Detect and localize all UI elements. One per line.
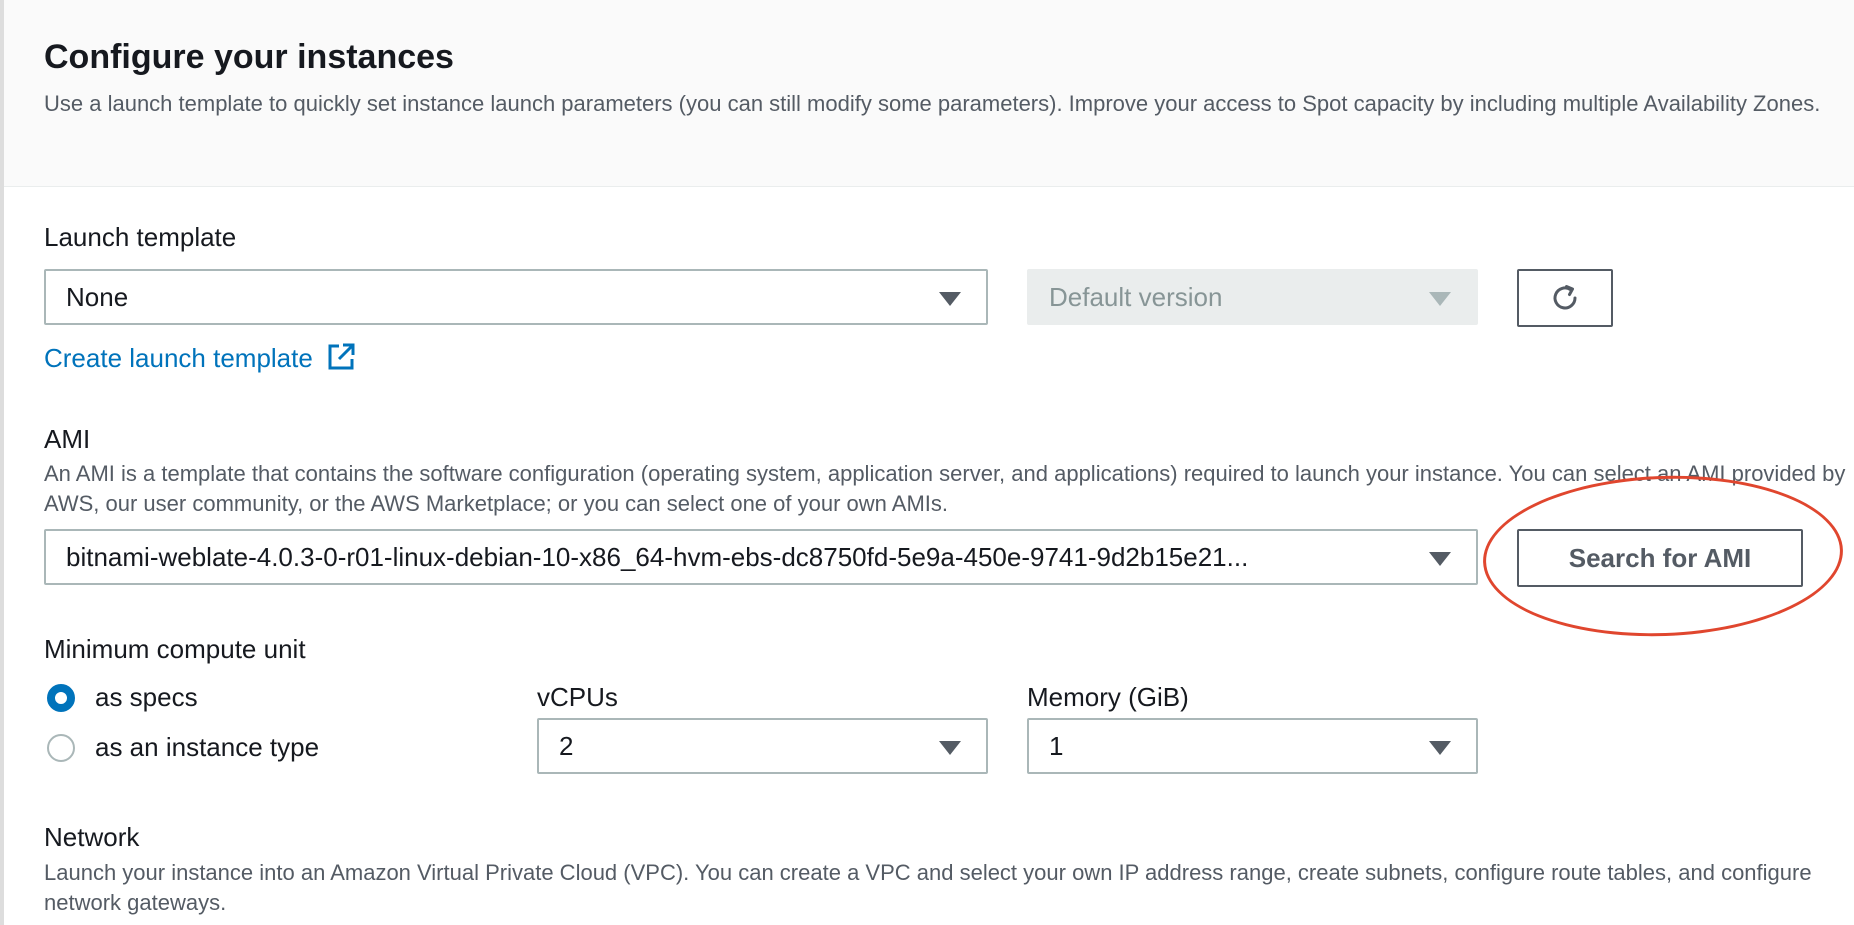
launch-template-version-value: Default version bbox=[1049, 282, 1223, 312]
network-description: Launch your instance into an Amazon Virt… bbox=[44, 860, 1812, 915]
vcpus-select[interactable]: 2 bbox=[537, 718, 988, 774]
compute-label: Minimum compute unit bbox=[44, 634, 306, 664]
ami-value: bitnami-weblate-4.0.3-0-r01-linux-debian… bbox=[66, 542, 1249, 572]
section-description: Use a launch template to quickly set ins… bbox=[44, 91, 1821, 116]
ami-description: An AMI is a template that contains the s… bbox=[44, 461, 1846, 516]
vcpus-label: vCPUs bbox=[537, 682, 618, 712]
caret-down-icon bbox=[939, 292, 961, 306]
memory-value: 1 bbox=[1049, 731, 1064, 761]
vcpus-value: 2 bbox=[559, 731, 574, 761]
launch-template-value: None bbox=[66, 282, 129, 312]
radio-as-specs-label[interactable]: as specs bbox=[95, 682, 198, 712]
caret-down-icon bbox=[1429, 292, 1451, 306]
search-for-ami-button[interactable]: Search for AMI bbox=[1517, 529, 1803, 587]
create-launch-template-link-label: Create launch template bbox=[44, 343, 313, 373]
memory-label: Memory (GiB) bbox=[1027, 682, 1189, 712]
launch-template-label: Launch template bbox=[44, 222, 237, 252]
ami-label: AMI bbox=[44, 424, 91, 454]
launch-template-version-select: Default version bbox=[1027, 269, 1478, 325]
refresh-button[interactable] bbox=[1517, 269, 1613, 327]
caret-down-icon bbox=[1429, 741, 1451, 755]
caret-down-icon bbox=[939, 741, 961, 755]
ami-select[interactable]: bitnami-weblate-4.0.3-0-r01-linux-debian… bbox=[44, 529, 1478, 585]
network-label: Network bbox=[44, 822, 140, 852]
create-launch-template-link[interactable]: Create launch template bbox=[44, 342, 356, 374]
refresh-icon bbox=[1553, 285, 1577, 310]
launch-template-select[interactable]: None bbox=[44, 269, 988, 325]
memory-select[interactable]: 1 bbox=[1027, 718, 1478, 774]
caret-down-icon bbox=[1429, 552, 1451, 566]
radio-as-instance-type[interactable] bbox=[47, 734, 75, 762]
external-link-icon bbox=[328, 343, 355, 370]
radio-as-instance-type-label[interactable]: as an instance type bbox=[95, 732, 320, 762]
radio-as-specs[interactable] bbox=[47, 684, 75, 712]
section-title: Configure your instances bbox=[44, 38, 454, 76]
section-header: Configure your instances Use a launch te… bbox=[4, 0, 1854, 187]
